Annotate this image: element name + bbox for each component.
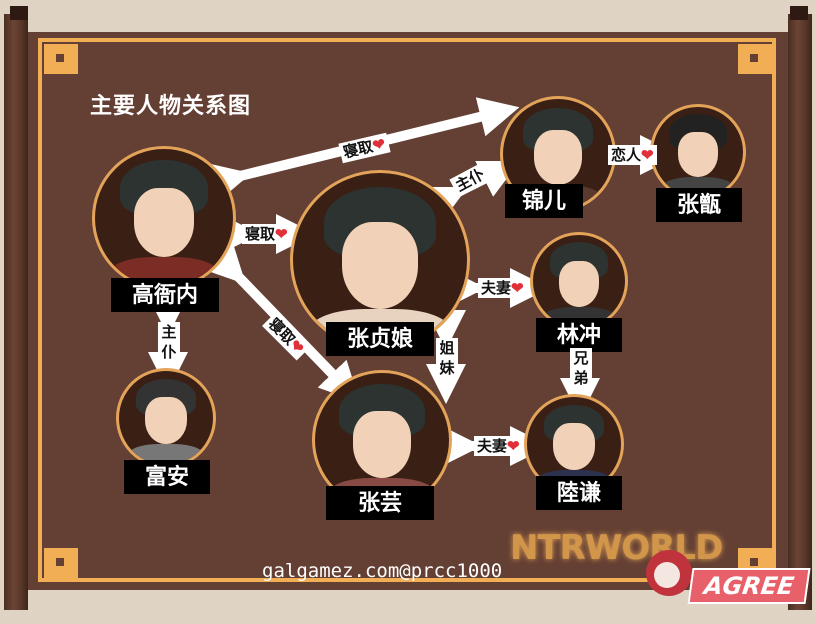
rod-cap — [10, 6, 28, 20]
heart-icon: ❤ — [511, 279, 524, 297]
portrait-zhangyi[interactable] — [650, 104, 746, 200]
heart-icon: ❤ — [275, 225, 288, 243]
name-label: 高衙内 — [111, 278, 219, 312]
corner-ornament — [44, 548, 78, 578]
heart-icon: ❤ — [370, 134, 388, 155]
name-label: 陸谦 — [536, 476, 622, 510]
watermark-text: galgamez.com@prcc1000 — [262, 560, 503, 582]
rod-cap — [790, 6, 808, 20]
name-label: 张贞娘 — [326, 322, 434, 356]
heart-icon: ❤ — [507, 437, 520, 455]
ntrworld-logo: NTRWORLD — [510, 528, 723, 568]
relation-label: 主仆 — [158, 322, 180, 362]
mascot-icon — [646, 550, 692, 596]
scroll-rod-right — [788, 6, 812, 610]
name-label: 张芸 — [326, 486, 434, 520]
name-label: 张甑 — [656, 188, 742, 222]
relation-label: 夫妻❤ — [474, 436, 523, 456]
relation-label: 寝取❤ — [242, 224, 291, 244]
heart-icon: ❤ — [641, 146, 654, 164]
name-label: 锦儿 — [505, 184, 583, 218]
portrait-gao[interactable] — [92, 146, 236, 290]
board-frame — [38, 38, 776, 582]
corner-ornament — [44, 44, 78, 74]
relation-label: 恋人❤ — [608, 145, 657, 165]
scroll-rod-left — [4, 6, 28, 610]
portrait-linchong[interactable] — [530, 232, 628, 330]
name-label: 林冲 — [536, 318, 622, 352]
portrait-fuan[interactable] — [116, 368, 216, 468]
relation-label: 姐妹 — [436, 338, 458, 378]
agree-logo: AGREE — [687, 568, 811, 604]
corner-ornament — [738, 44, 772, 74]
relation-label: 兄弟 — [570, 348, 592, 388]
relation-label: 夫妻❤ — [478, 278, 527, 298]
portrait-zhenniang[interactable] — [290, 170, 470, 350]
name-label: 富安 — [124, 460, 210, 494]
